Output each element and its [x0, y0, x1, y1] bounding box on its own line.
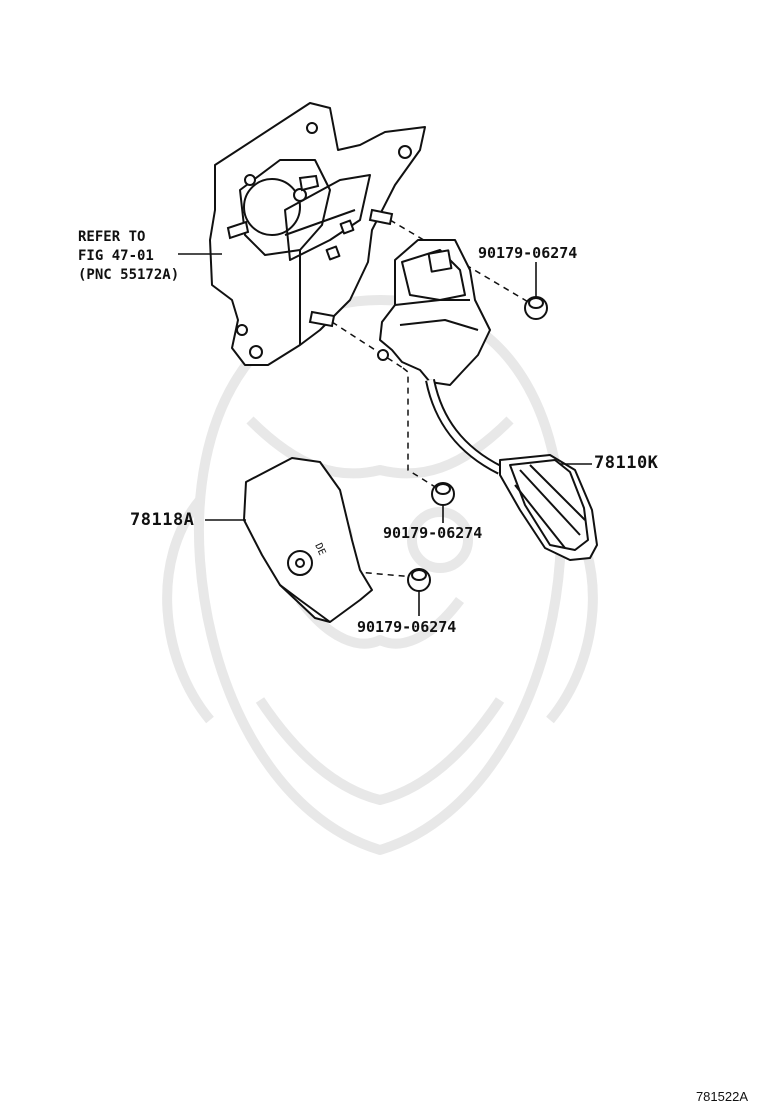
bracket-studs	[226, 174, 394, 328]
part-label-pedal[interactable]: 78110K	[594, 453, 659, 473]
nut-top-icon	[524, 296, 548, 320]
diagram-code: 781522A	[695, 1089, 748, 1104]
refer-label-line1: REFER TO	[78, 229, 146, 245]
refer-label-line2: FIG 47-01	[78, 248, 154, 264]
nut-mid-icon	[431, 482, 455, 506]
pedal-bracket	[209, 102, 426, 366]
part-label-nut-top[interactable]: 90179-06274	[478, 244, 578, 262]
part-label-cover[interactable]: 78118A	[130, 510, 195, 530]
part-label-nut-mid[interactable]: 90179-06274	[383, 524, 483, 542]
nut-low-icon	[407, 568, 431, 592]
part-label-nut-low[interactable]: 90179-06274	[357, 618, 457, 636]
accelerator-pedal-assembly	[377, 239, 598, 561]
watermark-emblem	[162, 295, 598, 855]
refer-label-line3: (PNC 55172A)	[78, 267, 180, 283]
svg-text:DE: DE	[312, 542, 327, 558]
label-leaders	[178, 253, 592, 616]
pedal-cover: DE	[243, 457, 373, 623]
